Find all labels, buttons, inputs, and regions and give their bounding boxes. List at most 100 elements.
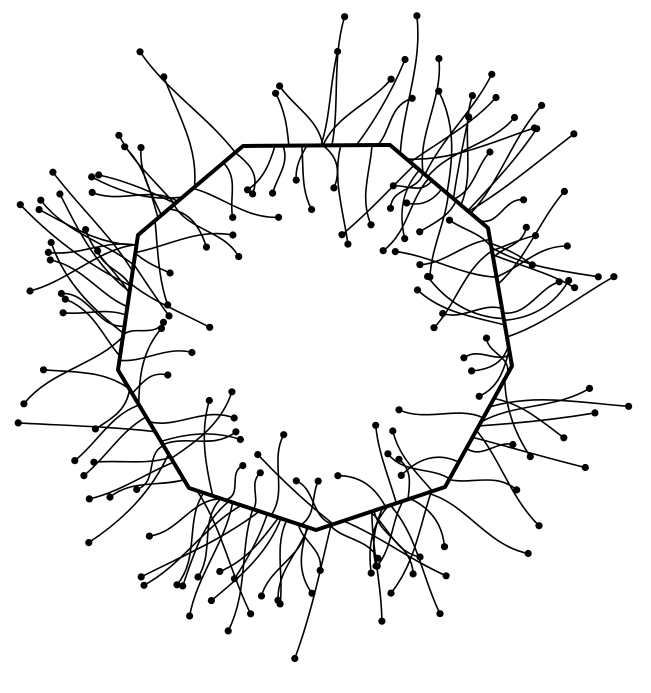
tendril-line: [148, 497, 223, 537]
tendril-line: [491, 234, 537, 252]
tendril-line: [88, 453, 170, 544]
tendril-end-dot: [594, 273, 602, 281]
tendril-line: [122, 321, 165, 336]
tendril-end-dot: [492, 93, 500, 102]
tendril-line: [59, 193, 131, 293]
tendril-line: [429, 193, 450, 278]
tendril-line: [279, 519, 288, 605]
tendril-end-dot: [314, 477, 322, 485]
tendril-end-dot: [71, 457, 79, 465]
tendril-line: [257, 453, 335, 525]
tendril-line: [131, 373, 169, 395]
tendril-end-dot: [413, 12, 421, 20]
tendril-end-dot: [292, 477, 300, 485]
tendril-end-dot: [316, 566, 324, 575]
tendril-end-dot: [513, 486, 521, 494]
tendril-line: [176, 492, 205, 586]
tendril-line: [409, 497, 446, 548]
tendril-line: [398, 409, 485, 419]
tendril-line: [181, 500, 230, 587]
tendril-end-dot: [239, 462, 247, 470]
tendril-end-dot: [435, 87, 443, 95]
tendril-end-dot: [164, 301, 172, 309]
tendril-line: [398, 458, 411, 501]
tendril-end-dot: [165, 312, 173, 320]
tendril-end-dot: [159, 318, 168, 326]
tendril-end-dot: [397, 471, 405, 479]
tendril-end-dot: [403, 199, 411, 207]
tendril-line: [300, 144, 313, 211]
tendril-end-dot: [416, 228, 424, 236]
tendril-end-dot: [460, 354, 468, 362]
tendril-end-dot: [61, 295, 69, 303]
tendril-line: [227, 508, 254, 632]
tendril-line: [376, 97, 413, 146]
tendril-line: [132, 263, 170, 317]
tendril-end-dot: [272, 89, 280, 97]
tendril-end-dot: [188, 348, 196, 357]
tendril-end-dot: [395, 455, 403, 463]
tendril-end-dot: [230, 414, 238, 422]
tendril-end-dot: [538, 101, 546, 109]
tendril-line: [29, 243, 138, 292]
tendril-line: [341, 164, 415, 236]
tendril-line: [163, 76, 196, 188]
tendril-end-dot: [88, 188, 96, 196]
tendril-end-dot: [524, 549, 532, 558]
tendril-end-dot: [229, 213, 237, 221]
tendril-end-dot: [205, 396, 213, 405]
tendril-line: [88, 461, 175, 500]
tendril-line: [441, 306, 503, 316]
tendril-line: [140, 510, 261, 578]
tendril-line: [426, 492, 529, 555]
tendril-end-dot: [88, 173, 96, 181]
tendril-line: [148, 413, 235, 424]
tendril-line: [331, 15, 346, 147]
tendril-line: [40, 199, 135, 266]
tendril-end-dot: [194, 573, 202, 581]
tendril-line: [382, 177, 430, 252]
tendril-end-dot: [526, 453, 534, 461]
tendril-end-dot: [145, 532, 153, 540]
tendril-line: [400, 456, 460, 477]
tendril-end-dot: [308, 205, 316, 214]
tendril-line: [489, 242, 534, 266]
tendril-line: [453, 151, 491, 200]
tendril-end-dot: [510, 113, 519, 122]
tendril-line: [139, 51, 237, 154]
tendril-line: [478, 198, 525, 223]
tendril-line: [60, 292, 126, 328]
tendril-end-dot: [435, 55, 443, 63]
tendril-end-dot: [166, 269, 174, 277]
tendril-end-dot: [389, 427, 397, 435]
tendril-end-dot: [378, 617, 386, 625]
tendril-line: [497, 190, 566, 286]
tendril-end-dot: [475, 392, 483, 400]
tendril-line: [372, 506, 384, 567]
tendril-end-dot: [330, 184, 338, 192]
tendril-end-dot: [535, 522, 543, 530]
tendril-end-dot: [224, 627, 232, 635]
tendril-end-dot: [565, 276, 573, 285]
tendril-line: [424, 73, 493, 176]
tendril-line: [138, 327, 163, 406]
tendril-end-dot: [413, 286, 422, 294]
tendril-end-dot: [442, 572, 450, 580]
tendril-end-dot: [488, 70, 496, 78]
tendril-end-dot: [367, 221, 375, 229]
tendril-line: [94, 388, 131, 430]
tendril-line: [196, 489, 252, 615]
tendril-line: [355, 58, 406, 146]
tendril-line: [42, 369, 130, 390]
tendril-line: [475, 429, 540, 527]
tendril-end-dot: [49, 168, 57, 176]
tendril-line: [495, 245, 569, 278]
tendril-line: [426, 275, 505, 320]
tendril-end-dot: [186, 612, 194, 620]
tendril-end-dot: [486, 148, 494, 156]
tendril-end-dot: [468, 367, 476, 375]
tendril-end-dot: [416, 261, 424, 269]
tendril-line: [197, 497, 222, 578]
tendril-line: [389, 172, 424, 210]
